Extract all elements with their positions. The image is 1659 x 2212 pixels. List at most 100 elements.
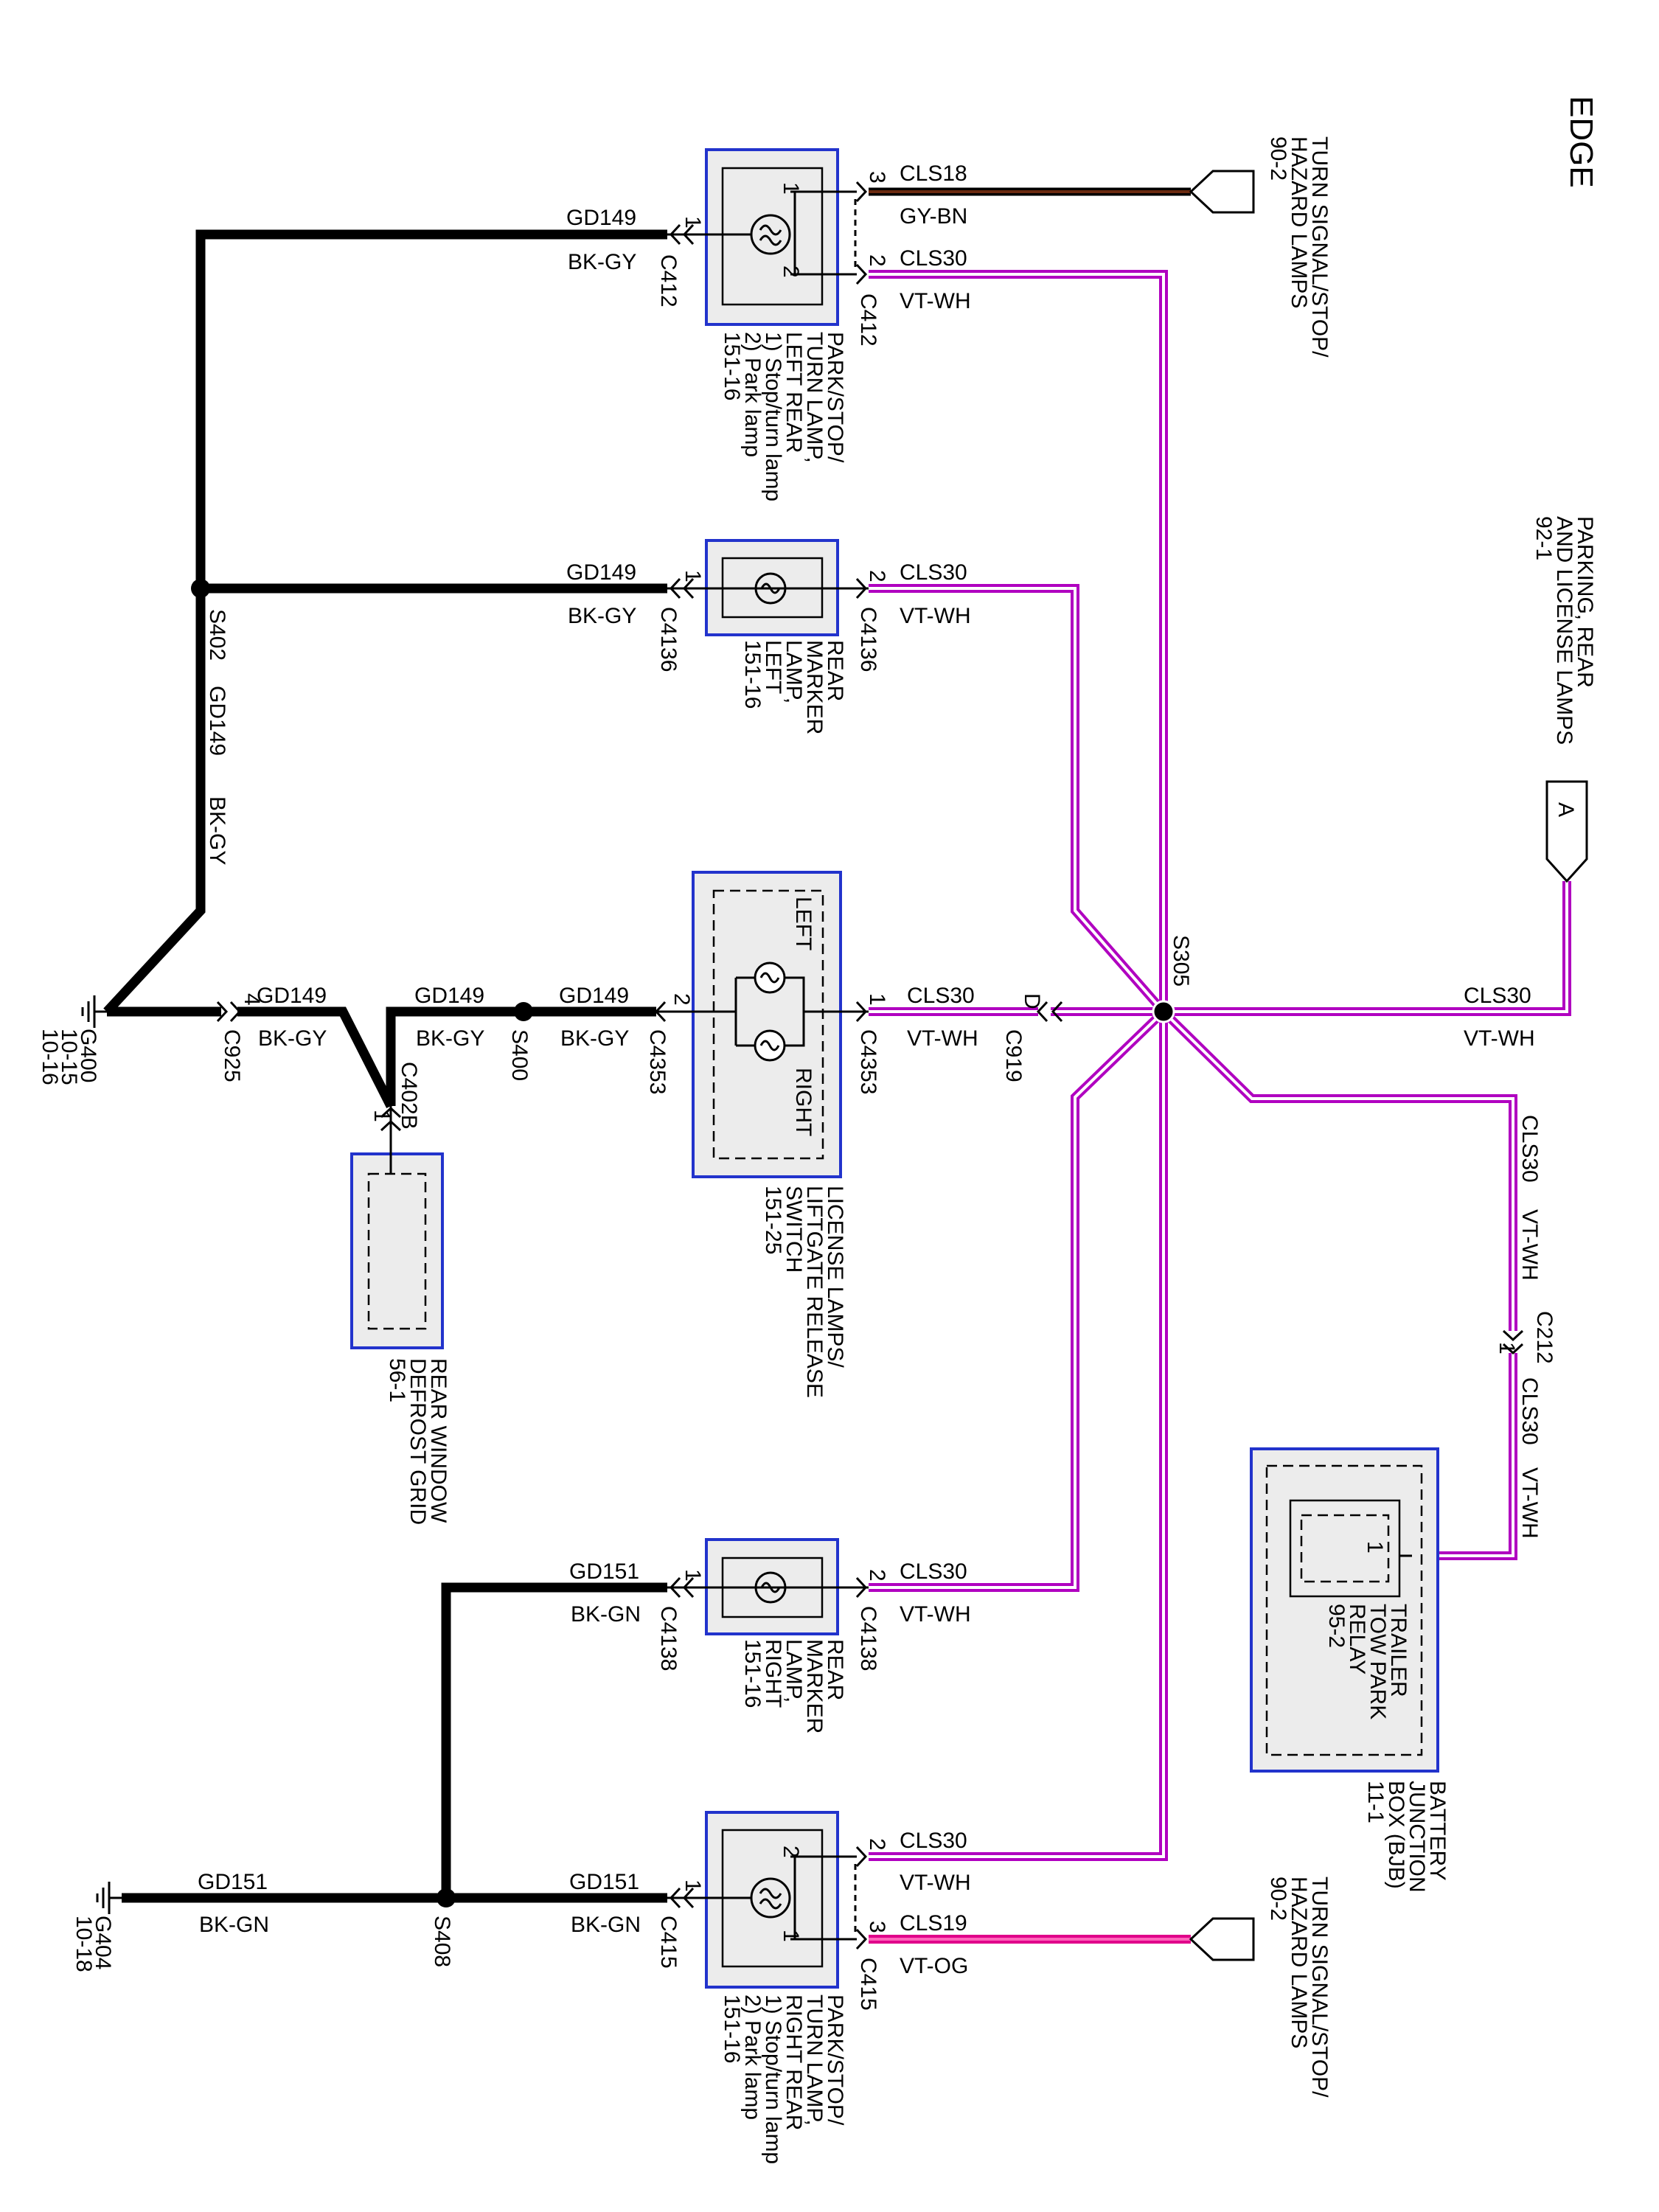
trailer-tow-park-relay xyxy=(1289,1499,1401,1598)
connector-c212: C212 xyxy=(1532,1311,1557,1364)
connector-c415-right: C415 xyxy=(856,1958,880,2011)
connector-c4136-left: C4136 xyxy=(656,607,681,672)
c212-lower-cls30: CLS30 xyxy=(1517,1377,1542,1445)
relay-l1: TRAILER xyxy=(1386,1604,1411,1697)
left-marker-l3: LAMP, xyxy=(782,640,806,703)
s400-left-color: BK-GY xyxy=(416,1026,484,1051)
s400-right-color: BK-GY xyxy=(560,1026,629,1051)
c4136-left-color: BK-GY xyxy=(568,604,636,628)
relay-l3: RELAY xyxy=(1345,1604,1369,1674)
c412-left-color: BK-GY xyxy=(568,250,636,274)
defrost-l2: DEFROST GRID xyxy=(406,1358,430,1525)
bjb-l2: JUNCTION xyxy=(1405,1781,1429,1893)
connector-c4138-left: C4138 xyxy=(656,1606,681,1671)
s402-wire-gd149: GD149 xyxy=(205,686,229,756)
right-tail-l2: TURN LAMP, xyxy=(802,1994,827,2126)
g400-ref1: 10-15 xyxy=(57,1029,81,1085)
right-tail-l5: 2) Park lamp xyxy=(740,1994,765,2120)
left-marker-l1: REAR xyxy=(823,640,847,701)
c415-cls30: CLS30 xyxy=(900,1829,967,1853)
right-tail-l4: 1) Stop/turn lamp xyxy=(761,1994,785,2164)
pin-c212: 1 xyxy=(1495,1342,1519,1354)
right-tail-l6: 151-16 xyxy=(720,1994,744,2063)
connector-c402b: C402B xyxy=(397,1062,421,1130)
pin-c925: 4 xyxy=(240,993,264,1006)
pin-c4353-l: 2 xyxy=(669,993,694,1006)
horizontal-wire-labels: GD149 BK-GY CLS18 GY-BN CLS30 VT-WH GD14… xyxy=(198,161,1535,1978)
c4136-cls30: CLS30 xyxy=(900,560,967,585)
splice-s408-label: S408 xyxy=(430,1916,454,1967)
c4353-vtwh: VT-WH xyxy=(907,1026,978,1051)
left-marker-l4: LEFT xyxy=(761,640,785,694)
c415-left-color: BK-GN xyxy=(571,1913,641,1937)
left-tail-l5: 2) Park lamp xyxy=(740,332,765,457)
conn-a-vtwh: VT-WH xyxy=(1464,1026,1535,1051)
g404-ref1: 10-18 xyxy=(72,1916,96,1972)
c925-code: GD149 xyxy=(257,984,327,1008)
c4136-vtwh: VT-WH xyxy=(900,604,971,628)
c412-left-code: GD149 xyxy=(566,206,636,230)
license-right-label: RIGHT xyxy=(791,1068,815,1136)
left-lamp-icon xyxy=(754,961,786,994)
license-l4: 151-25 xyxy=(761,1186,785,1254)
bjb-l4: 11-1 xyxy=(1363,1781,1388,1823)
left-tail-l4: 1) Stop/turn lamp xyxy=(761,332,785,501)
left-tail-l6: 151-16 xyxy=(720,332,744,400)
right-tail-l3: RIGHT REAR xyxy=(782,1994,806,2130)
left-marker-l2: MARKER xyxy=(802,640,827,734)
pin-c4138-r: 2 xyxy=(865,1569,889,1582)
c212-upper-vtwh: VT-WH xyxy=(1517,1209,1542,1281)
connector-c4138-right: C4138 xyxy=(856,1606,880,1671)
c415-vtog: VT-OG xyxy=(900,1954,968,1978)
turn-top-ref-l2: HAZARD LAMPS xyxy=(1287,136,1311,308)
license-lamps-liftgate-switch xyxy=(656,871,869,1178)
s402-wire-bkgy: BK-GY xyxy=(205,796,229,865)
corner-label: EDGE xyxy=(1563,96,1599,188)
right-marker-l3: LAMP, xyxy=(782,1639,806,1703)
rear-window-defrost-grid xyxy=(350,1106,444,1349)
connector-c4353-right: C4353 xyxy=(856,1029,880,1094)
connector-chevrons xyxy=(216,181,1524,1950)
splice-s305 xyxy=(1152,1000,1175,1023)
parking-ref-l1: PARKING, REAR xyxy=(1573,516,1597,688)
left-tail-l2: TURN LAMP, xyxy=(802,332,827,463)
c412-vtwh: VT-WH xyxy=(900,289,971,313)
splice-s400 xyxy=(514,1002,533,1021)
c4138-left-code: GD151 xyxy=(569,1559,639,1584)
pin-c412-l: 1 xyxy=(681,216,705,229)
right-marker-l2: MARKER xyxy=(802,1639,827,1733)
pin-c415-r2: 2 xyxy=(865,1838,889,1851)
pin-c415-l: 1 xyxy=(681,1879,705,1892)
left-tail-l3: LEFT REAR xyxy=(782,332,806,453)
connector-c4353-left: C4353 xyxy=(645,1029,669,1094)
splice-s408 xyxy=(437,1888,456,1907)
rotated-labels: EDGE TURN SIGNAL/STOP/ HAZARD LAMPS 90-2… xyxy=(38,96,1599,2164)
relay-l4: 95-2 xyxy=(1324,1604,1349,1648)
pin-c412-r3: 3 xyxy=(865,171,889,184)
g404-name: G404 xyxy=(91,1916,115,1969)
connector-c412-left: C412 xyxy=(656,254,681,307)
pin-c415-r3: 3 xyxy=(865,1921,889,1933)
c415-cls19: CLS19 xyxy=(900,1911,967,1935)
pin-left-tail-in2: 2 xyxy=(779,265,803,278)
turn-bottom-ref-l2: HAZARD LAMPS xyxy=(1287,1877,1311,2048)
connector-a-flag-icon xyxy=(1545,780,1588,883)
license-l1: LICENSE LAMPS/ xyxy=(823,1186,847,1368)
right-rear-tail-lamp xyxy=(667,1811,857,1989)
conn-a-cls30: CLS30 xyxy=(1464,984,1531,1008)
pin-right-tail-in2: 2 xyxy=(779,1846,803,1858)
ground-wires xyxy=(103,229,667,1903)
cls30-wires xyxy=(869,270,1571,1861)
pin-c402b: 1 xyxy=(369,1110,394,1122)
bjb-l1: BATTERY xyxy=(1425,1781,1450,1881)
connector-c4136-right: C4136 xyxy=(856,607,880,672)
right-rear-marker-lamp xyxy=(667,1538,869,1635)
c4138-vtwh: VT-WH xyxy=(900,1602,971,1627)
c212-lower-vtwh: VT-WH xyxy=(1517,1467,1542,1539)
connector-c415-left: C415 xyxy=(656,1916,681,1969)
parking-ref-l2: AND LICENSE LAMPS xyxy=(1552,516,1576,745)
bjb-l3: BOX (BJB) xyxy=(1384,1781,1408,1889)
turn-top-ref-l3: 90-2 xyxy=(1266,136,1290,181)
parking-ref-l3: 92-1 xyxy=(1531,516,1556,560)
ref-flag-turn-bottom-icon xyxy=(1189,1917,1255,1961)
